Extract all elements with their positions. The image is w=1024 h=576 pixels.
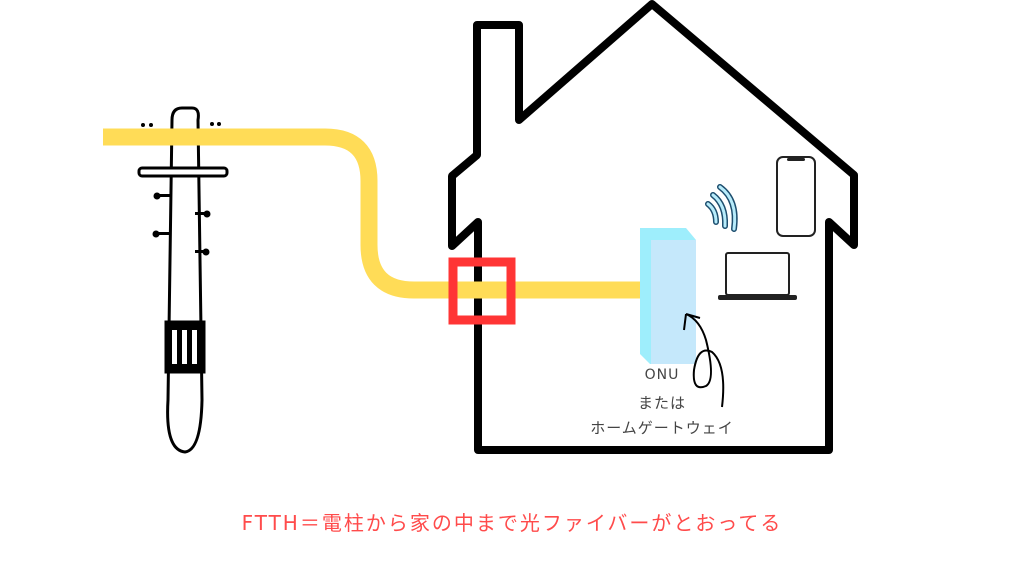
onu-label-or: または [637,394,686,412]
laptop-icon [718,252,797,300]
utility-pole-icon [137,106,229,454]
onu-device-icon [640,228,696,364]
home-gateway-label: ホームゲートウェイ [590,419,734,437]
caption: FTTH＝電柱から家の中まで光ファイバーがとおってる [241,511,783,535]
onu-label: ONU [644,367,680,383]
fiber-optic-cable [103,128,640,299]
smartphone-icon [776,156,816,237]
entry-point-marker [448,257,516,325]
curly-arrow-icon [683,313,725,408]
house-outline [448,0,858,454]
